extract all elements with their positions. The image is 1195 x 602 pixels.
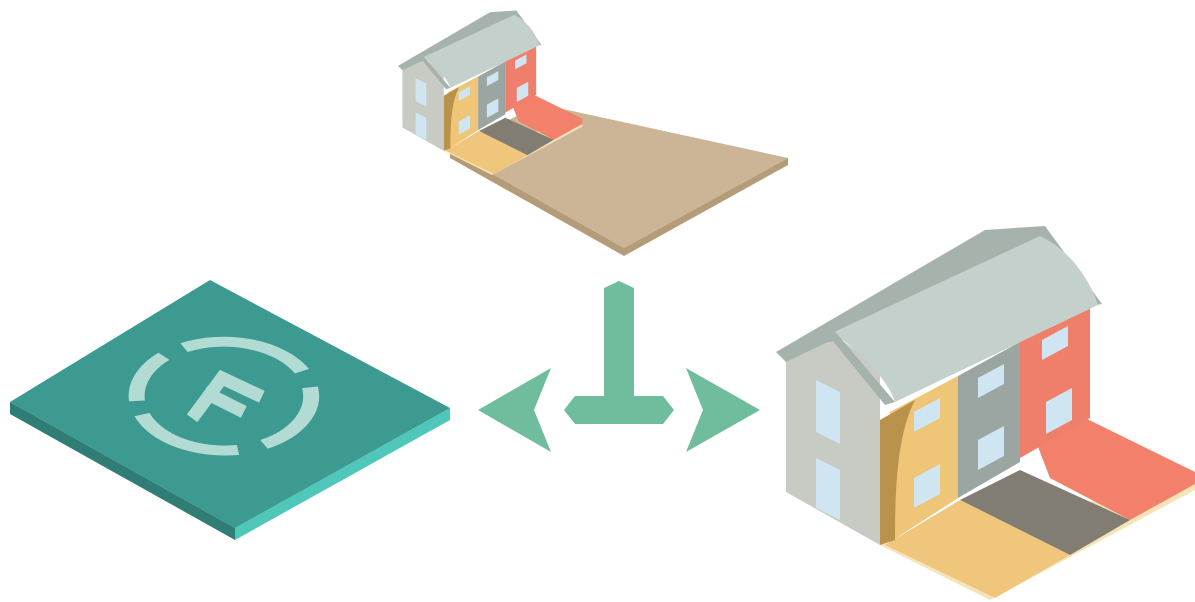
logo-ring-seg-4 bbox=[128, 352, 170, 402]
logo-ring-seg-3 bbox=[134, 412, 240, 456]
arrow-left-icon bbox=[478, 368, 551, 452]
arrow-crossbar bbox=[564, 396, 674, 424]
logo-tile-icon bbox=[10, 280, 450, 540]
letter-f-logo-icon bbox=[128, 336, 320, 456]
arrow-right-icon bbox=[686, 368, 760, 452]
logo-letter-f bbox=[186, 369, 265, 423]
logo-ring-seg-2 bbox=[260, 386, 320, 449]
logo-tile-edge-right bbox=[235, 408, 450, 540]
small-house-ground-edge bbox=[450, 150, 624, 256]
small-house-ground-edge-right bbox=[624, 158, 788, 256]
arrow-stem bbox=[604, 281, 634, 396]
logo-ring-seg-1 bbox=[180, 336, 310, 374]
large-house-icon bbox=[776, 226, 1195, 600]
logo-tile-edge-left bbox=[10, 402, 235, 540]
t-junction-arrow-icon bbox=[564, 281, 674, 424]
